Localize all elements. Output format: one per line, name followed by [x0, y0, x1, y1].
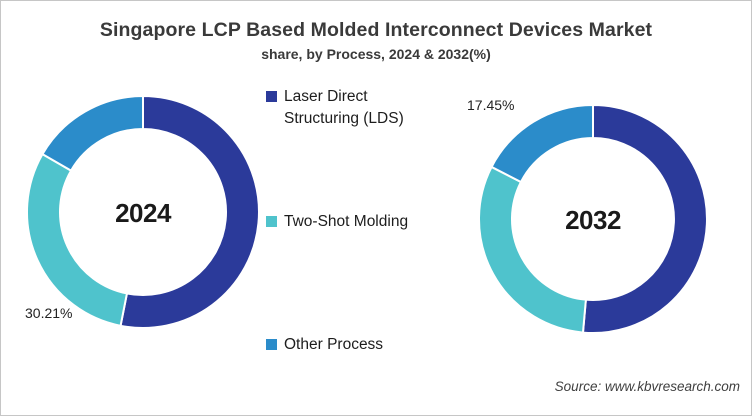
- data-label-two-shot-2024: 30.21%: [25, 305, 73, 321]
- legend-swatch-lds-icon: [266, 91, 277, 102]
- legend-label-lds: Laser Direct Structuring (LDS): [284, 88, 404, 127]
- donut-2024-slice-two-shot-molding: [26, 153, 128, 327]
- chart-title: Singapore LCP Based Molded Interconnect …: [99, 19, 653, 41]
- data-label-other-process-2032: 17.45%: [467, 97, 515, 113]
- donut-2032-slice-laser-direct-structuring-lds: [581, 104, 708, 334]
- donut-2024-slice-laser-direct-structuring-lds: [119, 95, 260, 329]
- donut-2032-slice-other-process: [490, 104, 594, 183]
- donut-2032-slice-two-shot-molding: [478, 165, 587, 334]
- legend-label-other: Other Process: [284, 336, 384, 353]
- legend-swatch-other-icon: [266, 339, 277, 350]
- legend-item-other-process: Other Process: [266, 334, 431, 356]
- donut-2032-center-label: 2032: [565, 205, 621, 235]
- legend-label-two-shot: Two-Shot Molding: [284, 213, 409, 230]
- legend-swatch-two-shot-icon: [266, 216, 277, 227]
- legend-item-two-shot-molding: Two-Shot Molding: [266, 211, 431, 233]
- donut-chart-2032: [478, 104, 708, 334]
- legend-item-laser-direct-structuring: Laser Direct Structuring (LDS): [266, 86, 431, 129]
- chart-subtitle: share, by Process, 2024 & 2032(%): [261, 46, 491, 62]
- source-credit: Source: www.kbvresearch.com: [554, 379, 740, 394]
- donut-2024-slice-other-process: [41, 95, 144, 172]
- donut-chart-2024: [26, 95, 260, 329]
- donut-2024-center-label: 2024: [115, 198, 171, 228]
